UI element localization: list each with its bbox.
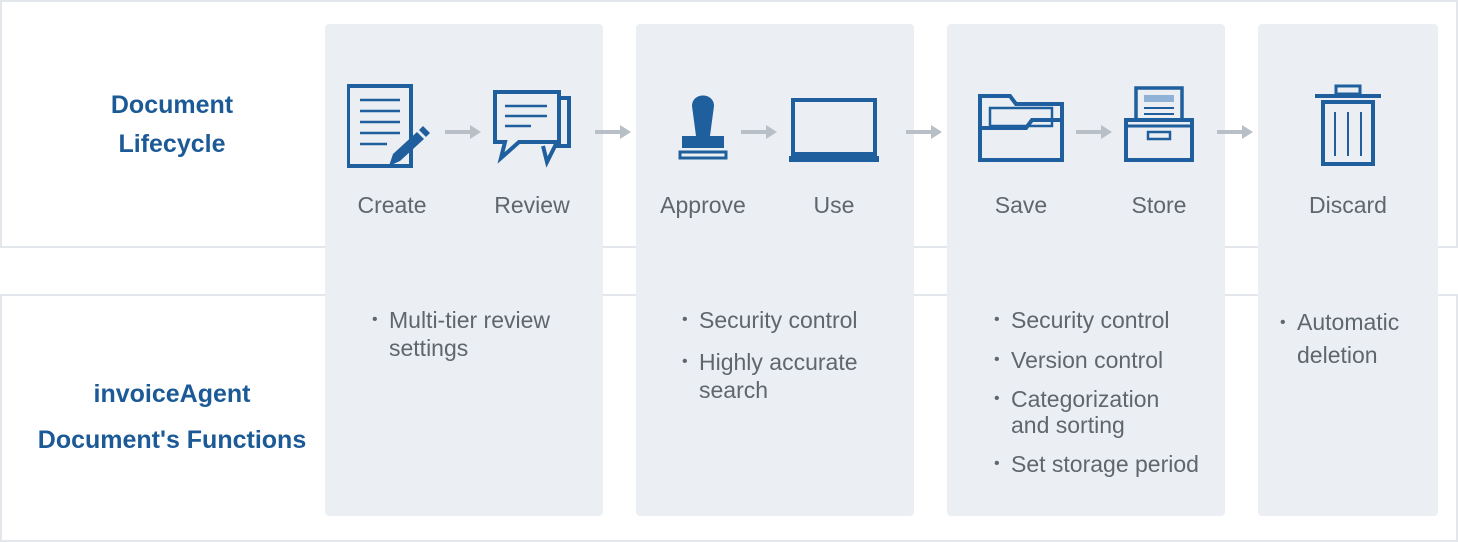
stage-review: Review xyxy=(462,84,602,218)
stage-column-approve-use xyxy=(636,24,914,516)
arrow-right-icon xyxy=(906,125,942,139)
lifecycle-title-line-1: Document xyxy=(110,91,234,119)
feature-item: Set storage period xyxy=(994,450,1199,478)
feature-text-continued: deletion xyxy=(1297,342,1378,368)
feature-text: Security control xyxy=(699,307,858,333)
stage-approve: Approve xyxy=(633,84,773,218)
feature-text-continued: search xyxy=(699,377,769,403)
stamp-icon xyxy=(678,95,728,160)
laptop-icon xyxy=(789,98,879,162)
feature-item: Multi-tier review settings xyxy=(372,306,550,362)
lifecycle-title-line-2: Lifecycle xyxy=(118,130,226,158)
stage-save: Save xyxy=(951,84,1091,218)
lifecycle-title: Document Lifecycle xyxy=(0,86,344,164)
stage-label: Create xyxy=(357,192,427,218)
stage-label: Store xyxy=(1131,192,1187,218)
feature-text: Security control xyxy=(1011,307,1170,333)
feature-text: Multi-tier review xyxy=(389,307,551,333)
stage-label: Use xyxy=(813,192,855,218)
stage-store: Store xyxy=(1089,84,1229,218)
feature-item: Highly accurate search xyxy=(682,348,858,404)
feature-list-discard: Automatic deletion xyxy=(1280,306,1399,386)
functions-title-line-1: invoiceAgent xyxy=(93,380,251,408)
feature-list-save-store: Security control Version control Categor… xyxy=(994,306,1199,492)
feature-text-continued: and sorting xyxy=(1011,412,1125,438)
functions-title-line-2: Document's Functions xyxy=(37,426,307,454)
feature-text-continued: settings xyxy=(389,335,469,361)
arrow-right-icon xyxy=(1217,125,1253,139)
arrow-right-icon xyxy=(595,125,631,139)
stage-label: Discard xyxy=(1309,192,1387,218)
arrow-right-icon xyxy=(445,125,481,139)
feature-item: Automatic deletion xyxy=(1280,306,1399,372)
feature-text: Set storage period xyxy=(1011,451,1199,477)
feature-text: Highly accurate xyxy=(699,349,858,375)
functions-title: invoiceAgent Document's Functions xyxy=(0,371,344,463)
file-box-icon xyxy=(1124,86,1194,162)
feature-item: Version control xyxy=(994,346,1199,374)
arrow-right-icon xyxy=(1076,125,1112,139)
feature-text: Version control xyxy=(1011,347,1164,373)
feature-item: Security control xyxy=(994,306,1199,334)
folder-icon xyxy=(978,94,1064,162)
stage-create: Create xyxy=(322,84,462,218)
stage-label: Approve xyxy=(660,192,746,218)
feature-item: Security control xyxy=(682,306,858,334)
arrow-right-icon xyxy=(741,125,777,139)
feature-list-create-review: Multi-tier review settings xyxy=(372,306,550,376)
feature-text: Automatic xyxy=(1297,309,1400,335)
feature-text: Categorization xyxy=(1011,386,1160,412)
feature-item: Categorization and sorting xyxy=(994,386,1199,438)
feature-list-approve-use: Security control Highly accurate search xyxy=(682,306,858,418)
stage-discard: Discard xyxy=(1278,84,1418,218)
chat-bubbles-icon xyxy=(493,90,571,168)
stage-label: Save xyxy=(994,192,1048,218)
stage-label: Review xyxy=(494,192,570,218)
trash-bin-icon xyxy=(1315,84,1381,166)
document-pencil-icon xyxy=(347,84,430,168)
stage-use: Use xyxy=(764,84,904,218)
stage-column-discard xyxy=(1258,24,1438,516)
